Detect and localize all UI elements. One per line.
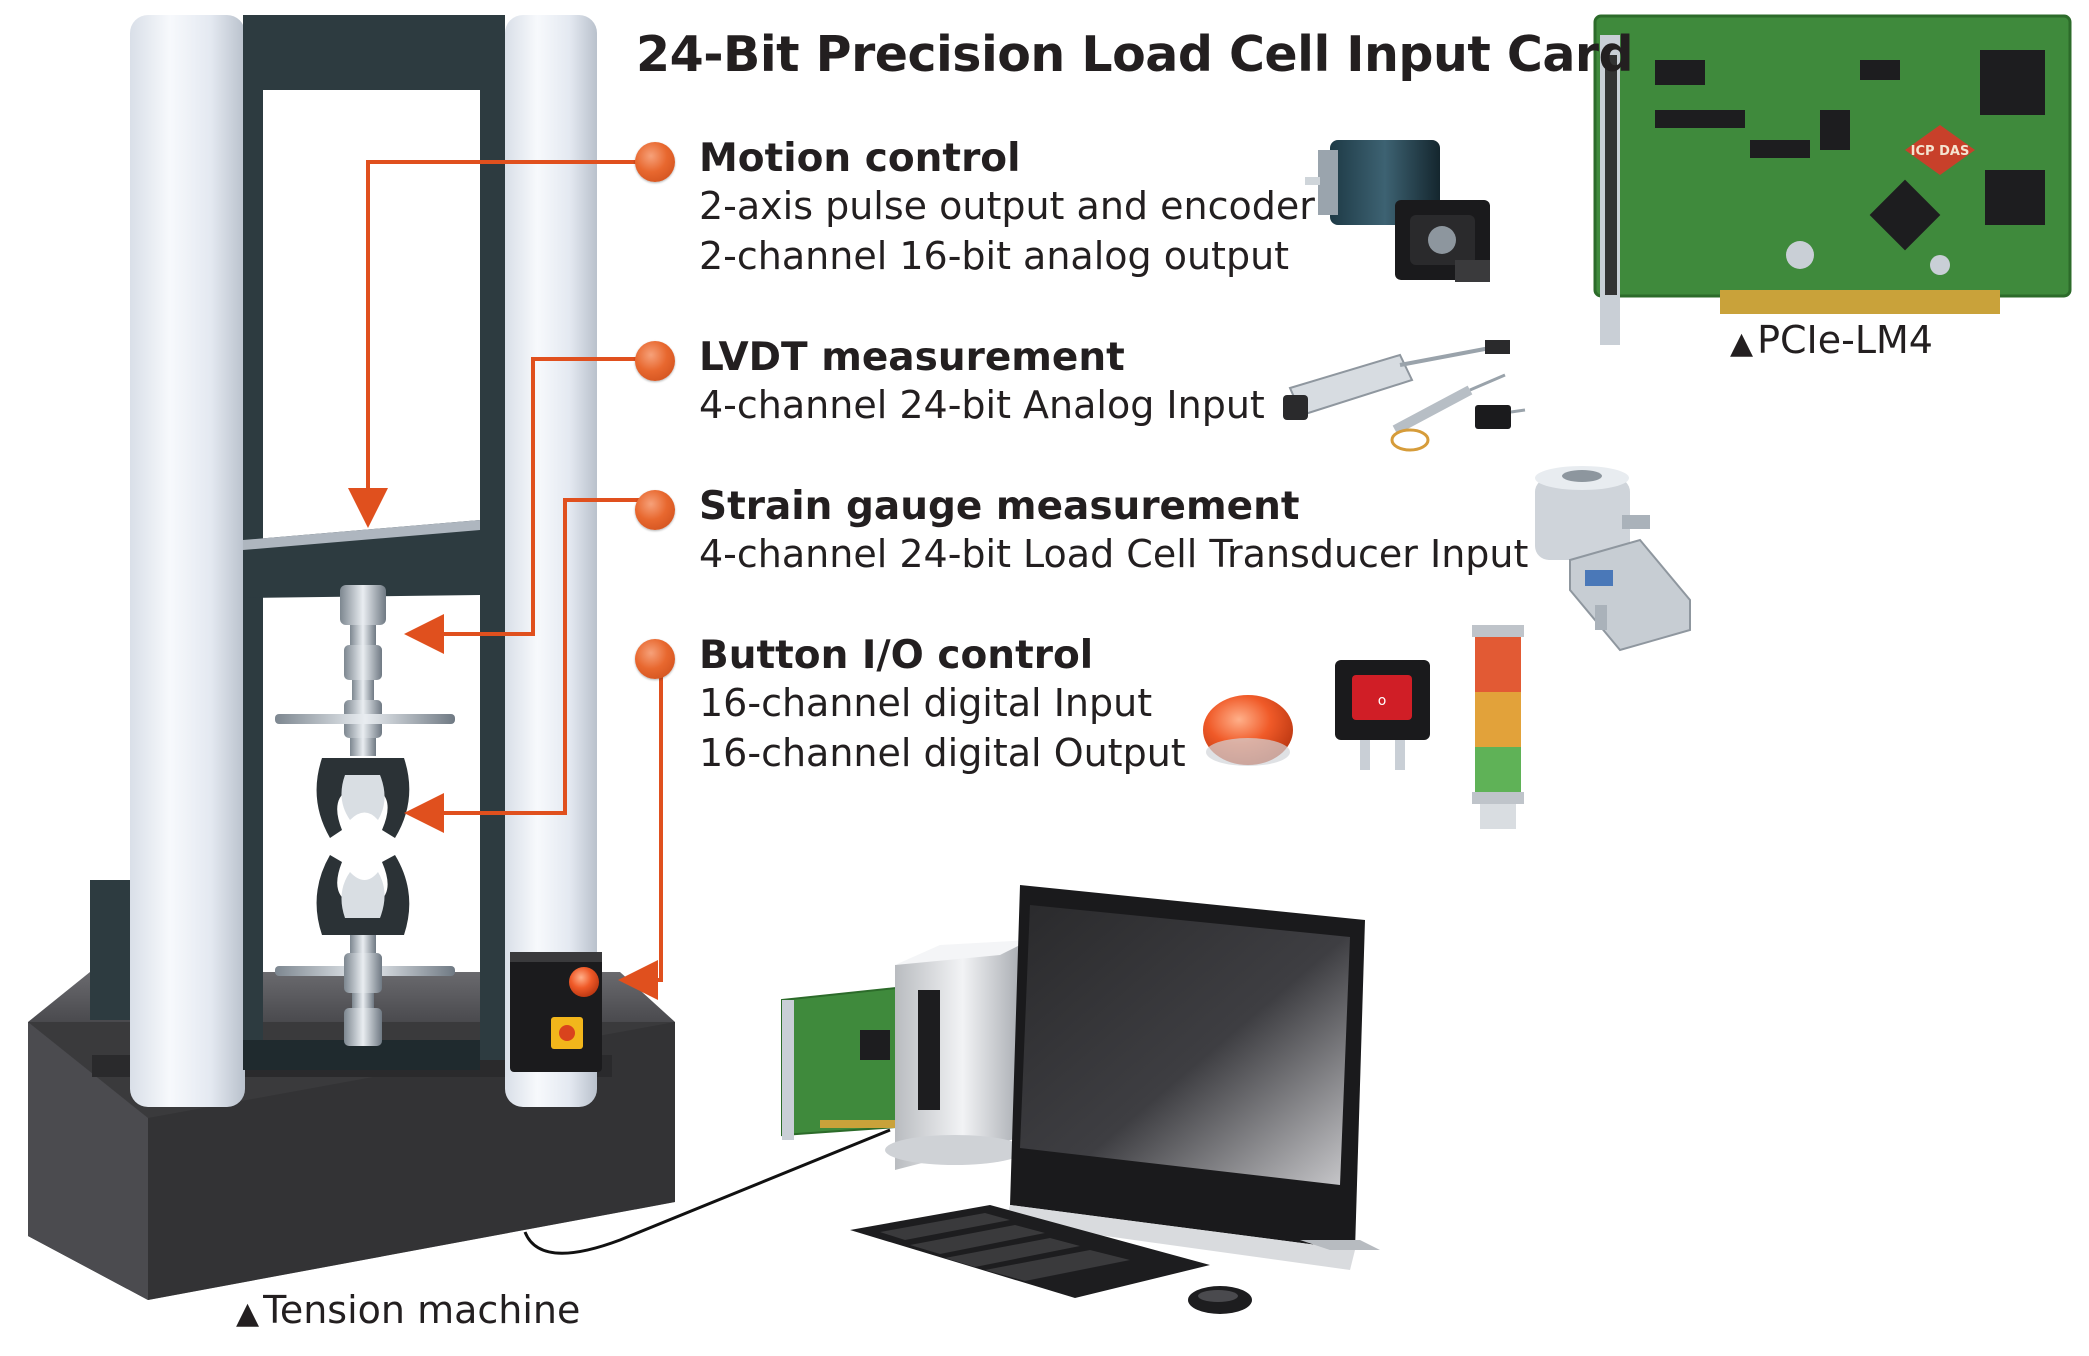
feature-line: 2-channel 16-bit analog output — [699, 234, 1290, 278]
button-io-devices-image: o — [1203, 625, 1524, 829]
feature-title: Motion control — [699, 136, 1021, 181]
cable — [523, 1128, 891, 1255]
feature-line: 16-channel digital Output — [699, 731, 1186, 775]
feature-title: LVDT measurement — [699, 335, 1125, 380]
pcie-card-image: ICP DAS — [1593, 14, 2072, 345]
lvdt-sensors-image — [1283, 340, 1526, 452]
card-caption-text: PCIe-LM4 — [1757, 318, 1933, 362]
feature-line: 16-channel digital Input — [699, 681, 1153, 725]
connector-lines — [348, 160, 663, 1000]
bullet-icon — [635, 639, 675, 679]
computer-image — [781, 885, 1380, 1314]
feature-title: Strain gauge measurement — [699, 484, 1300, 529]
triangle-marker-icon: ▲ — [1730, 326, 1754, 361]
machine-caption: ▲Tension machine — [236, 1288, 580, 1332]
diagram-title: 24-Bit Precision Load Cell Input Card — [636, 26, 1634, 83]
feature-line: 2-axis pulse output and encoder — [699, 184, 1315, 228]
card-caption: ▲PCIe-LM4 — [1730, 318, 1933, 362]
feature-title: Button I/O control — [699, 633, 1094, 678]
triangle-marker-icon: ▲ — [236, 1296, 260, 1331]
feature-line: 4-channel 24-bit Load Cell Transducer In… — [699, 532, 1529, 576]
switch-marking: o — [1378, 693, 1387, 709]
load-cells-image — [1535, 466, 1691, 652]
bullet-icon — [635, 490, 675, 530]
stepper-motors-image — [1305, 140, 1490, 282]
bullet-icon — [635, 142, 675, 182]
card-chip-label: ICP DAS — [1911, 144, 1970, 159]
feature-line: 4-channel 24-bit Analog Input — [699, 383, 1265, 427]
bullet-icon — [635, 341, 675, 381]
machine-caption-text: Tension machine — [263, 1288, 581, 1332]
tension-machine — [28, 15, 675, 1300]
